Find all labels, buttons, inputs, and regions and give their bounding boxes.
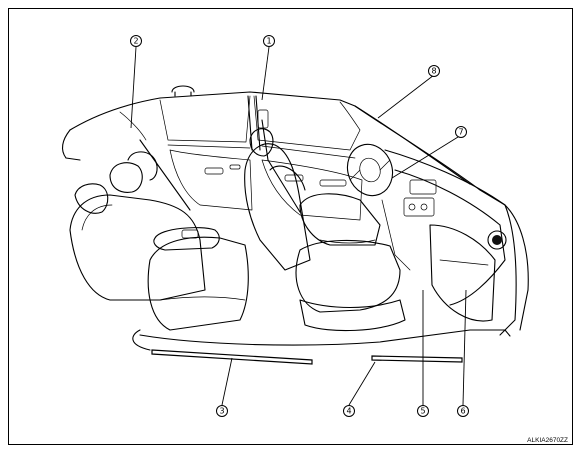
leader-6 [462,289,467,406]
leader-2 [130,46,137,129]
callout-4: 4 [343,405,355,417]
figure-code: ALKIA2670ZZ [527,437,568,444]
svg-text:3: 3 [219,407,224,416]
leader-7 [391,136,459,179]
callout-6: 6 [457,405,469,417]
svg-text:1: 1 [266,37,271,46]
svg-text:2: 2 [133,37,138,46]
svg-text:5: 5 [420,407,425,416]
figure-frame [8,8,573,445]
leader-lines [130,46,467,406]
callout-7: 7 [455,126,467,138]
leader-4 [348,361,376,406]
callout-2: 2 [130,35,142,47]
svg-text:6: 6 [460,407,465,416]
callout-3: 3 [216,405,228,417]
leader-3 [221,357,233,406]
callout-8: 8 [428,65,440,77]
svg-text:8: 8 [431,67,436,76]
callout-5: 5 [417,405,429,417]
svg-text:4: 4 [346,407,351,416]
leader-1 [261,46,270,101]
svg-text:7: 7 [458,128,463,137]
callout-1: 1 [263,35,275,47]
leader-8 [377,74,435,119]
car-illustration [61,85,529,365]
